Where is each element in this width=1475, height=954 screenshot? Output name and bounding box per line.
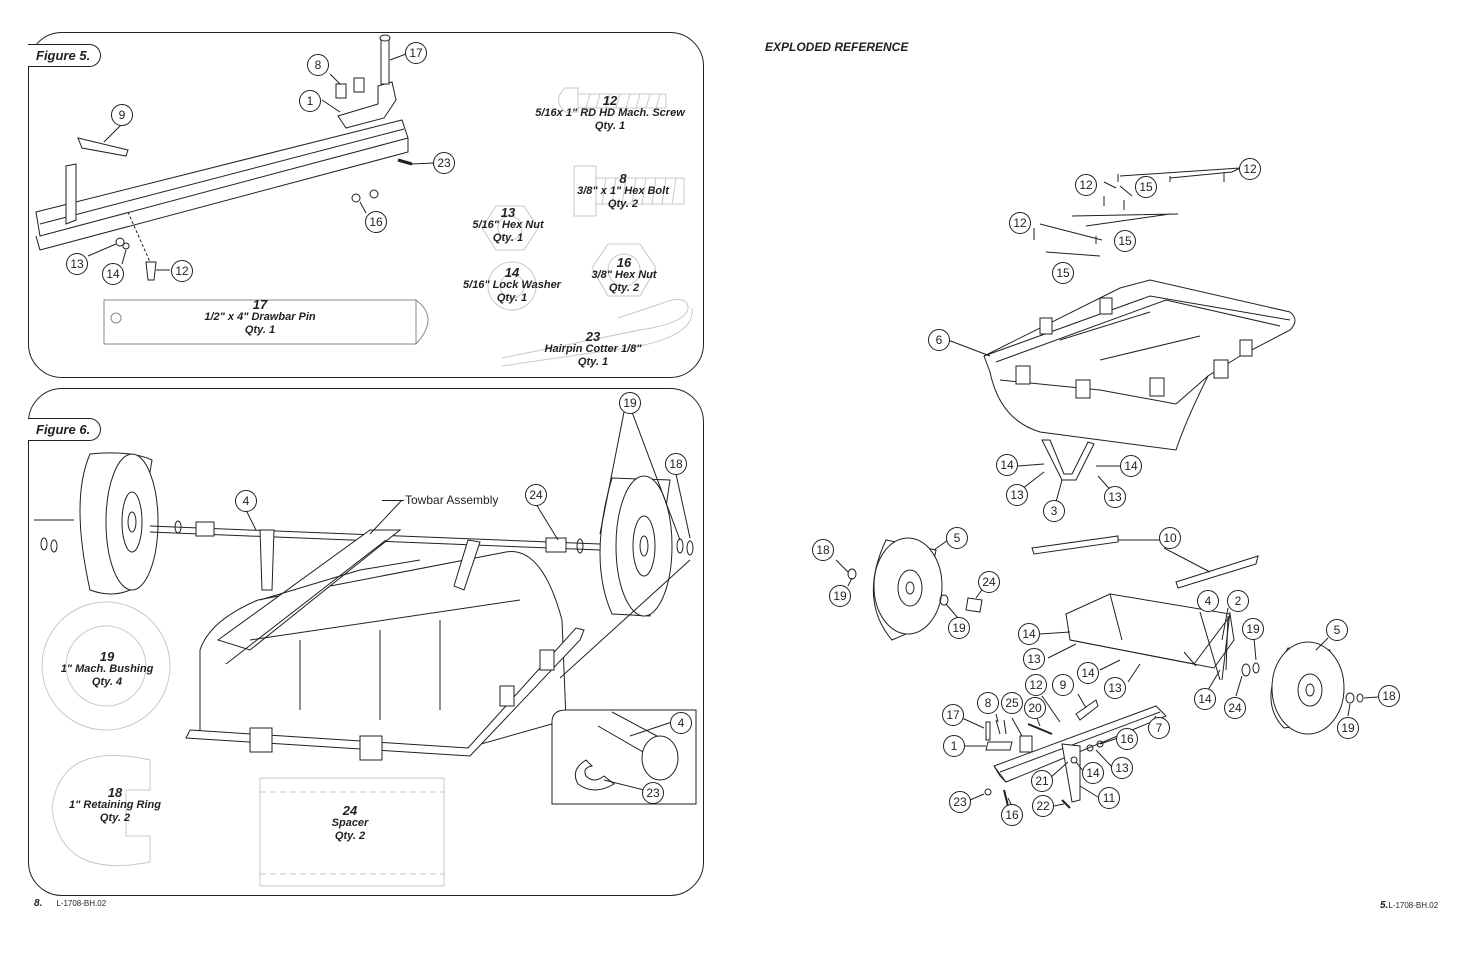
callout-15: 15 — [1135, 176, 1157, 198]
callout-12: 12 — [1009, 212, 1031, 234]
callout-9: 9 — [1052, 674, 1074, 696]
part-12-label: 12 5/16x 1" RD HD Mach. Screw Qty. 1 — [535, 93, 685, 132]
figure-5-panel — [28, 32, 704, 378]
callout-19: 19 — [619, 392, 641, 414]
callout-13: 13 — [1006, 484, 1028, 506]
callout-13: 13 — [1111, 757, 1133, 779]
callout-24: 24 — [978, 571, 1000, 593]
callout-14: 14 — [1082, 762, 1104, 784]
footer-left: 8. L-1708-BH.02 — [34, 898, 106, 909]
callout-16: 16 — [365, 211, 387, 233]
callout-8: 8 — [977, 692, 999, 714]
figure-6-label: Figure 6. — [28, 418, 102, 441]
callout-12: 12 — [1075, 174, 1097, 196]
callout-22: 22 — [1032, 795, 1054, 817]
callout-12: 12 — [1239, 158, 1261, 180]
callout-16: 16 — [1001, 804, 1023, 826]
callout-5: 5 — [1326, 619, 1348, 641]
exploded-reference-heading: EXPLODED REFERENCE — [765, 40, 909, 54]
callout-13: 13 — [1023, 648, 1045, 670]
part-24-label: 24 Spacer Qty. 2 — [331, 803, 369, 842]
part-17-label: 17 1/2" x 4" Drawbar Pin Qty. 1 — [204, 297, 316, 336]
callout-24: 24 — [525, 484, 547, 506]
callout-12: 12 — [1025, 674, 1047, 696]
callout-4: 4 — [235, 490, 257, 512]
callout-14: 14 — [1120, 455, 1142, 477]
callout-6: 6 — [928, 329, 950, 351]
callout-19: 19 — [1337, 717, 1359, 739]
callout-19: 19 — [829, 585, 851, 607]
towbar-leader — [382, 500, 404, 501]
callout-17: 17 — [405, 42, 427, 64]
towbar-assembly-label: Towbar Assembly — [405, 493, 499, 507]
callout-16: 16 — [1116, 728, 1138, 750]
callout-1: 1 — [299, 90, 321, 112]
callout-18: 18 — [812, 539, 834, 561]
callout-14: 14 — [102, 263, 124, 285]
callout-13: 13 — [1104, 677, 1126, 699]
part-23-label: 23 Hairpin Cotter 1/8" Qty. 1 — [544, 329, 642, 368]
part-13-label: 13 5/16" Hex Nut Qty. 1 — [472, 205, 544, 244]
callout-14: 14 — [1194, 688, 1216, 710]
callout-10: 10 — [1159, 527, 1181, 549]
callout-23-detail: 23 — [642, 782, 664, 804]
callout-12: 12 — [171, 260, 193, 282]
part-16-label: 16 3/8" Hex Nut Qty. 2 — [591, 255, 657, 294]
callout-23: 23 — [433, 152, 455, 174]
callout-7: 7 — [1148, 717, 1170, 739]
callout-3: 3 — [1043, 500, 1065, 522]
callout-18: 18 — [1378, 685, 1400, 707]
figure-6-panel — [28, 388, 704, 896]
callout-20: 20 — [1024, 697, 1046, 719]
callout-23: 23 — [949, 791, 971, 813]
callout-19: 19 — [1242, 618, 1264, 640]
callout-24: 24 — [1224, 697, 1246, 719]
callout-13: 13 — [66, 253, 88, 275]
callout-25: 25 — [1001, 692, 1023, 714]
callout-4: 4 — [1197, 590, 1219, 612]
part-18-label: 18 1" Retaining Ring Qty. 2 — [69, 785, 161, 824]
callout-13: 13 — [1104, 486, 1126, 508]
callout-15: 15 — [1114, 230, 1136, 252]
callout-8: 8 — [307, 54, 329, 76]
footer-right: 5.L-1708-BH.02 — [1380, 900, 1438, 911]
callout-14: 14 — [1077, 662, 1099, 684]
callout-11: 11 — [1098, 787, 1120, 809]
callout-19: 19 — [948, 617, 970, 639]
callout-21: 21 — [1031, 770, 1053, 792]
callout-9: 9 — [111, 104, 133, 126]
part-19-label: 19 1" Mach. Bushing Qty. 4 — [60, 649, 154, 688]
part-8-label: 8 3/8" x 1" Hex Bolt Qty. 2 — [577, 171, 669, 210]
callout-2: 2 — [1227, 590, 1249, 612]
doc-code-left: L-1708-BH.02 — [56, 899, 107, 908]
callout-1: 1 — [943, 735, 965, 757]
callout-15: 15 — [1052, 262, 1074, 284]
callout-18: 18 — [665, 453, 687, 475]
callout-14: 14 — [996, 454, 1018, 476]
page-number-left: 8. — [34, 898, 43, 909]
callout-14: 14 — [1018, 623, 1040, 645]
figure-5-label: Figure 5. — [28, 44, 102, 67]
part-14-label: 14 5/16" Lock Washer Qty. 1 — [463, 265, 561, 304]
callout-4-detail: 4 — [670, 712, 692, 734]
page-number-right: 5. — [1380, 900, 1389, 911]
callout-5: 5 — [946, 527, 968, 549]
doc-code-right: L-1708-BH.02 — [1388, 901, 1439, 910]
callout-17: 17 — [942, 704, 964, 726]
